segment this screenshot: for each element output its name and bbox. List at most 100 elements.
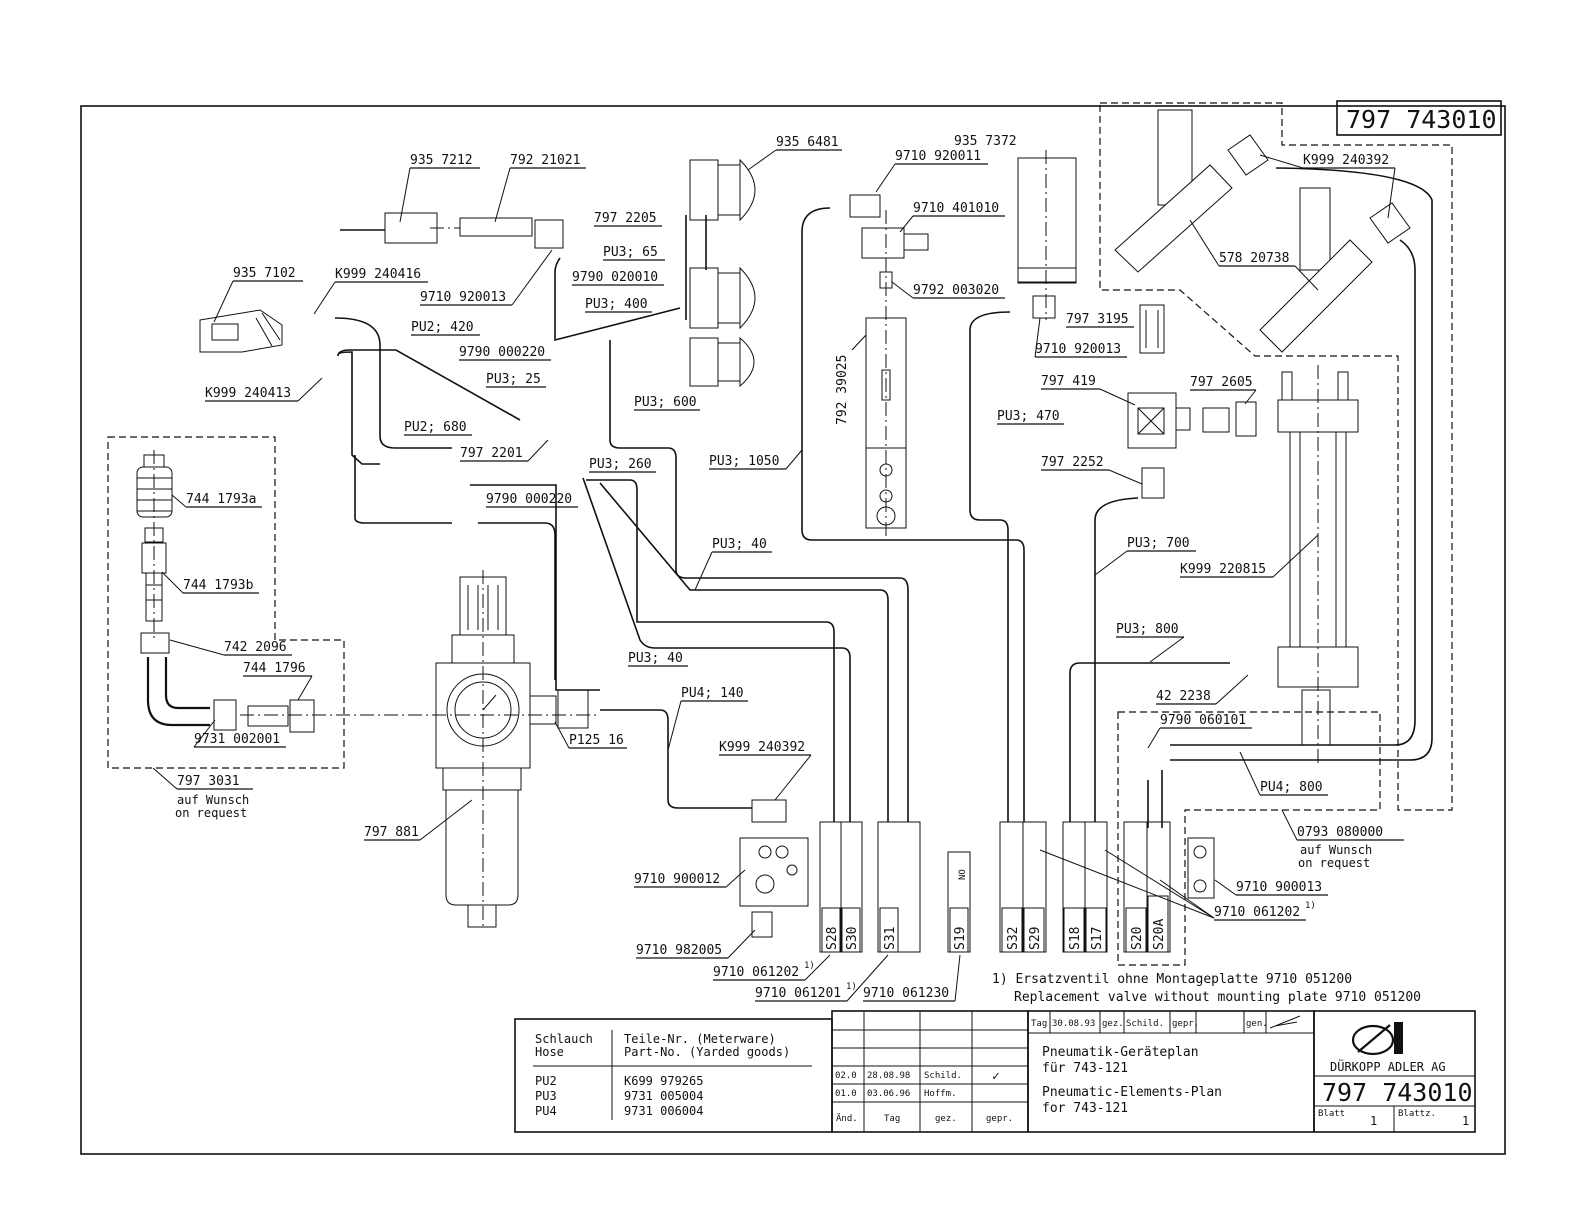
title-tag-value: 30.08.93 [1052, 1019, 1095, 1029]
rev-row-1-name: Schild. [924, 1071, 962, 1081]
valve-island-1 [819, 821, 863, 953]
optional-unit-578-20738 [1099, 102, 1453, 811]
component-797-881 [435, 570, 589, 930]
valve-label-s30: S30 [845, 927, 860, 950]
label-792-39025: 792 39025 [835, 355, 850, 425]
label-pu4-800: PU4; 800 [1260, 780, 1323, 795]
label-k999-240392-b: K999 240392 [1303, 153, 1389, 168]
component-935-7102 [199, 309, 283, 353]
optional-unit-797-3031 [107, 436, 345, 769]
drawing-number-top: 797 743010 [1346, 105, 1497, 134]
rev-row-1-date: 28.08.98 [867, 1071, 910, 1081]
footnote-de: 1) Ersatzventil ohne Montageplatte 9710 … [992, 972, 1352, 987]
drawing-frame [80, 105, 1506, 1155]
title-tag-label: Tag [1031, 1019, 1047, 1029]
label-9790-000220-b: 9790 000220 [486, 492, 572, 507]
valve-label-s31: S31 [883, 927, 898, 950]
blatt-value: 1 [1370, 1114, 1377, 1128]
label-9790-020010: 9790 020010 [572, 270, 658, 285]
hose-row-2-hose: PU3 [535, 1089, 557, 1103]
label-9731-002001: 9731 002001 [194, 732, 280, 747]
valve-island-4 [999, 821, 1047, 953]
footnote: 1) Ersatzventil ohne Montageplatte 9710 … [992, 972, 1421, 1005]
label-pu3-40-a: PU3; 40 [712, 537, 767, 552]
label-9710-920013-a: 9710 920013 [420, 290, 506, 305]
title-en-line1: Pneumatic-Elements-Plan [1042, 1085, 1222, 1100]
rev-row-2-idx: 01.0 [835, 1089, 857, 1099]
label-pu2-680: PU2; 680 [404, 420, 467, 435]
label-797-2205: 797 2205 [594, 211, 657, 226]
signature [1269, 1015, 1301, 1029]
valve-label-s18: S18 [1068, 927, 1083, 950]
company-name: DÜRKOPP ADLER AG [1330, 1058, 1446, 1074]
label-9710-920011: 9710 920011 [895, 149, 981, 164]
title-block: Tag 30.08.93 gez. Schild. gepr. gen. Pne… [1027, 1010, 1476, 1133]
title-gez-value: Schild. [1126, 1019, 1164, 1029]
rev-header-gez: gez. [935, 1114, 957, 1124]
label-pu3-40-b: PU3; 40 [628, 651, 683, 666]
rev-header-tag: Tag [884, 1114, 900, 1124]
label-k999-240416: K999 240416 [335, 267, 421, 282]
label-auf-wunsch-2: auf Wunsch [1300, 843, 1372, 857]
footnote-mark-b: 1) [846, 982, 857, 992]
label-797-3195: 797 3195 [1066, 312, 1129, 327]
hose-row-3-part: 9731 006004 [624, 1104, 703, 1118]
hose-col1-en: Hose [535, 1045, 564, 1059]
footnote-mark-a: 1) [804, 961, 815, 971]
label-935-7212: 935 7212 [410, 153, 473, 168]
component-935-7372 [1017, 150, 1077, 320]
label-9792-003020: 9792 003020 [913, 283, 999, 298]
component-935-7212 [340, 212, 564, 249]
company-logo [1351, 1022, 1403, 1056]
rev-row-2-date: 03.06.96 [867, 1089, 910, 1099]
valve-labels: S28 S30 S31 S19 NO S32 S29 S18 S17 S20 S… [821, 869, 1169, 953]
valve-label-s32: S32 [1006, 927, 1021, 950]
label-935-7102: 935 7102 [233, 266, 296, 281]
label-578-20738: 578 20738 [1219, 251, 1289, 266]
component-797-419 [1127, 304, 1257, 499]
label-9710-061201: 9710 061201 [755, 986, 841, 1001]
label-744-1793a: 744 1793a [186, 492, 256, 507]
title-gen-label: gen. [1246, 1019, 1268, 1029]
hose-col1-de: Schlauch [535, 1032, 593, 1046]
label-p125-16: P125 16 [569, 733, 624, 748]
label-742-2096: 742 2096 [224, 640, 287, 655]
label-9710-920013-b: 9710 920013 [1035, 342, 1121, 357]
footnote-en: Replacement valve without mounting plate… [1014, 990, 1421, 1005]
label-9790-060101: 9790 060101 [1160, 713, 1246, 728]
valve-label-s19: S19 [953, 927, 968, 950]
hose-row-3-hose: PU4 [535, 1104, 557, 1118]
valve-island-2 [877, 821, 921, 953]
label-9710-061230: 9710 061230 [863, 986, 949, 1001]
hose-table: Schlauch Hose Teile-Nr. (Meterware) Part… [514, 1018, 833, 1133]
title-gepr-label: gepr. [1172, 1019, 1199, 1029]
valve-label-s20: S20 [1130, 927, 1145, 950]
label-744-1793b: 744 1793b [183, 578, 254, 593]
label-0793-080000: 0793 080000 [1297, 825, 1383, 840]
hose-row-2-part: 9731 005004 [624, 1089, 703, 1103]
label-pu3-600: PU3; 600 [634, 395, 697, 410]
label-pu3-1050: PU3; 1050 [709, 454, 779, 469]
label-42-2238: 42 2238 [1156, 689, 1211, 704]
valve-label-s17: S17 [1090, 927, 1105, 950]
label-k999-220815: K999 220815 [1180, 562, 1266, 577]
valve-label-s20a: S20A [1152, 919, 1167, 950]
label-792-21021: 792 21021 [510, 153, 580, 168]
cylinder-k999-220815 [1277, 365, 1359, 765]
label-9790-000220-a: 9790 000220 [459, 345, 545, 360]
title-gez-label: gez. [1102, 1019, 1124, 1029]
label-pu3-65: PU3; 65 [603, 245, 658, 260]
label-797-2201: 797 2201 [460, 446, 523, 461]
blatt-label: Blatt [1318, 1109, 1345, 1119]
label-auf-wunsch-1: auf Wunsch [177, 793, 249, 807]
component-935-6481 [685, 158, 756, 388]
rev-header-gepr: gepr. [986, 1114, 1013, 1124]
drawing-number-bottom: 797 743010 [1322, 1078, 1473, 1107]
label-797-2252: 797 2252 [1041, 455, 1104, 470]
valve-island-5 [1062, 821, 1108, 953]
label-pu3-25: PU3; 25 [486, 372, 541, 387]
label-935-7372: 935 7372 [954, 134, 1017, 149]
label-935-6481: 935 6481 [776, 135, 839, 150]
label-pu3-260: PU3; 260 [589, 457, 652, 472]
